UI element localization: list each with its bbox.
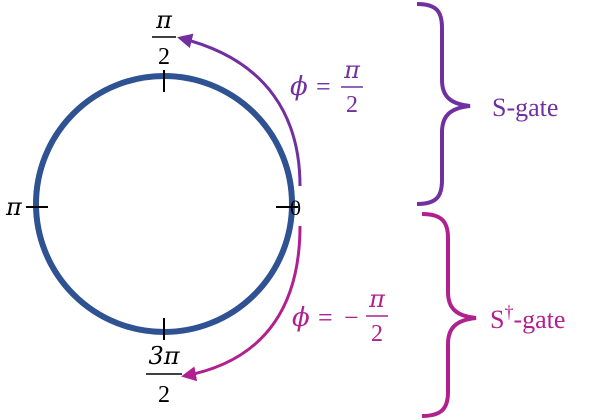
sdag-gate-denominator: 2 [371, 321, 383, 347]
s-gate-arrow [177, 33, 302, 187]
phase-circle [33, 73, 295, 335]
s-gate-numerator: π [343, 56, 361, 84]
s-gate-phase-label: ϕ = π 2 [290, 56, 363, 118]
sdag-gate-minus: − [344, 303, 359, 332]
s-gate-equals: = [316, 72, 331, 101]
sdag-gate-name-dagger: † [504, 302, 513, 322]
label-top-denominator: 2 [158, 44, 170, 70]
sdag-gate-brace [421, 212, 477, 418]
s-gate-name: S-gate [492, 93, 558, 122]
sdag-gate-arrow [181, 225, 302, 382]
sdag-gate-name: S†-gate [490, 302, 565, 334]
label-bottom-denominator: 2 [158, 382, 170, 408]
sdag-gate-numerator: π [368, 285, 386, 313]
sdag-gate-phase-label: ϕ = − π 2 [292, 285, 388, 347]
s-gate-brace [416, 2, 471, 206]
sdag-gate-name-rest: -gate [513, 305, 565, 334]
label-top-numerator: π [155, 6, 173, 34]
sdag-gate-equals: = [318, 303, 333, 332]
s-gate-phi: ϕ [290, 72, 308, 102]
sdag-gate-name-base: S [490, 305, 504, 334]
sdag-gate-phi: ϕ [292, 303, 310, 333]
label-bottom-numerator: 3π [148, 342, 180, 370]
label-left: π [5, 193, 23, 221]
s-gate-denominator: 2 [346, 92, 358, 118]
label-right: 0 [290, 195, 301, 220]
